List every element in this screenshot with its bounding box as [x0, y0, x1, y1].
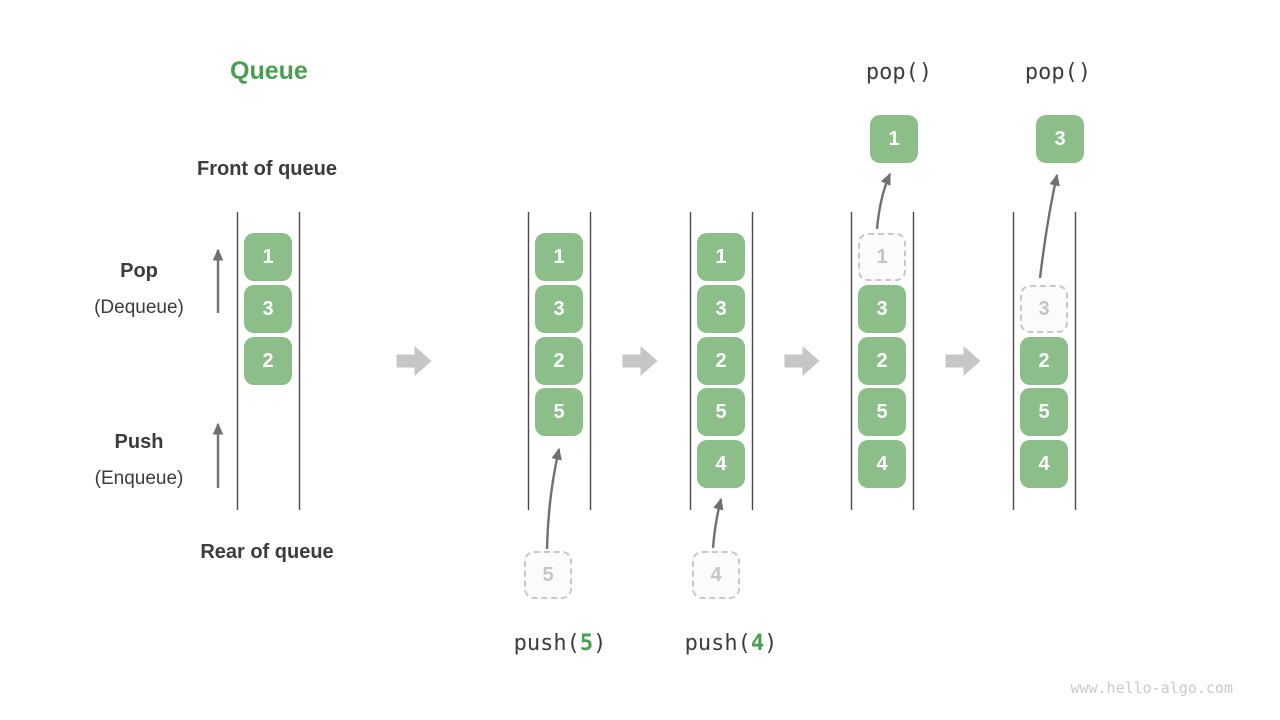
flow-arrows [212, 172, 1060, 550]
queue-cell: 4 [858, 440, 906, 488]
push-alias-label: (Enqueue) [94, 468, 184, 489]
pop-op-label: pop() [1024, 60, 1092, 85]
queue-cell: 3 [858, 285, 906, 333]
push-op-label: push(5) [460, 631, 660, 656]
pop-alias-label: (Dequeue) [94, 297, 184, 318]
push-label: Push [114, 431, 164, 453]
popped-ghost-cell: 3 [1020, 285, 1068, 333]
push-fn-text: push( [684, 631, 751, 656]
queue-cell: 1 [697, 233, 745, 281]
push-fn-text: push( [513, 631, 580, 656]
queue-cell: 4 [697, 440, 745, 488]
push-4-arrow [711, 497, 724, 549]
queue-cell: 1 [244, 233, 292, 281]
pop-1-arrow [875, 172, 892, 230]
rear-of-queue-label: Rear of queue [200, 541, 334, 563]
popped-value-cell: 1 [870, 115, 918, 163]
queue-cell: 2 [535, 337, 583, 385]
push-arg-text: 4 [750, 631, 765, 656]
staged-push-cell: 5 [524, 551, 572, 599]
push-op-label: push(4) [631, 631, 831, 656]
queue-cell: 2 [858, 337, 906, 385]
popped-ghost-cell: 1 [858, 233, 906, 281]
queue-cell: 5 [858, 388, 906, 436]
queue-cell: 2 [697, 337, 745, 385]
push-5-arrow [545, 447, 562, 550]
transition-arrow-4 [945, 346, 981, 376]
pop-label: Pop [120, 260, 158, 282]
watermark: www.hello-algo.com [1070, 679, 1233, 697]
queue-cell: 5 [535, 388, 583, 436]
front-of-queue-label: Front of queue [197, 158, 337, 180]
queue-cell: 5 [1020, 388, 1068, 436]
queue-walls [236, 212, 1077, 510]
queue-cell: 3 [697, 285, 745, 333]
queue-cell: 2 [1020, 337, 1068, 385]
queue-cell: 3 [244, 285, 292, 333]
queue-cell: 3 [535, 285, 583, 333]
transition-arrows [396, 346, 981, 376]
queue-cell: 5 [697, 388, 745, 436]
transition-arrow-1 [396, 346, 432, 376]
pop-3-arrow [1038, 173, 1060, 279]
queue-cell: 4 [1020, 440, 1068, 488]
queue-cell: 1 [535, 233, 583, 281]
queue-cell: 2 [244, 337, 292, 385]
popped-value-cell: 3 [1036, 115, 1084, 163]
transition-arrow-3 [784, 346, 820, 376]
pop-op-label: pop() [865, 60, 933, 85]
staged-push-cell: 4 [692, 551, 740, 599]
transition-arrow-2 [622, 346, 658, 376]
page-title: Queue [230, 57, 308, 85]
push-arg-text: 5 [579, 631, 594, 656]
push-close-text: ) [764, 631, 778, 656]
push-close-text: ) [593, 631, 607, 656]
